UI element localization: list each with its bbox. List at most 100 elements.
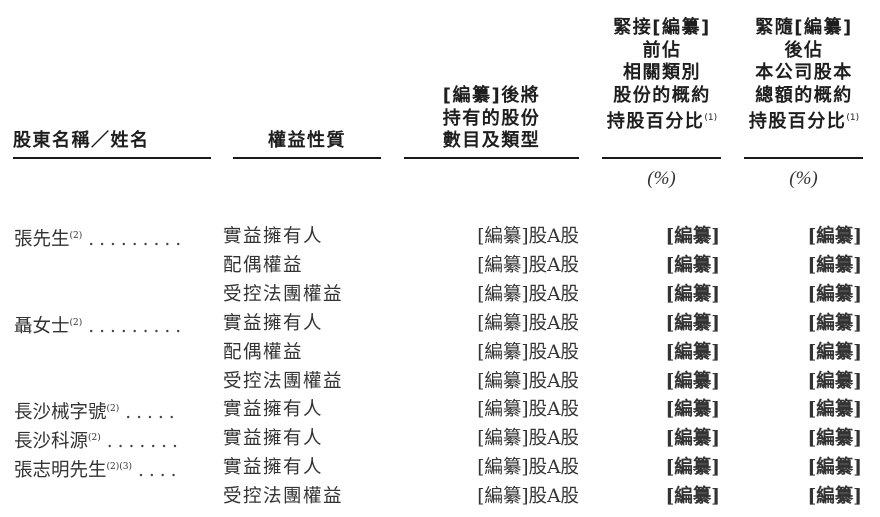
table-row: 配偶權益 [編纂]股A股 [編纂] [編纂] bbox=[0, 251, 880, 280]
leader-dots: ....... bbox=[106, 431, 183, 453]
header-nature-of-interest: 權益性質 bbox=[233, 130, 381, 153]
table-row: 受控法團權益 [編纂]股A股 [編纂] [編纂] bbox=[0, 482, 880, 511]
shares-held: [編纂]股A股 bbox=[477, 428, 579, 450]
leader-dots: ......... bbox=[88, 315, 187, 337]
nature-of-interest: 受控法團權益 bbox=[223, 486, 344, 508]
shares-held: [編纂]股A股 bbox=[477, 486, 579, 508]
shares-held: [編纂]股A股 bbox=[477, 283, 579, 305]
leader-dots: .... bbox=[138, 460, 182, 482]
header-line: 持股百分比(1) bbox=[592, 107, 732, 134]
unit-percent: (%) bbox=[789, 168, 818, 189]
pct-after: [編纂] bbox=[807, 341, 862, 363]
header-line: 總額的概約 bbox=[755, 84, 853, 106]
table-row: 聶女士(2)......... 實益擁有人 [編纂]股A股 [編纂] [編纂] bbox=[0, 309, 880, 338]
nature-of-interest: 實益擁有人 bbox=[223, 226, 324, 247]
pct-after: [編纂] bbox=[807, 283, 862, 305]
pct-after: [編纂] bbox=[807, 399, 862, 421]
header-line: [編纂]後將 bbox=[442, 85, 541, 106]
header-line: 本公司股本 bbox=[755, 62, 853, 83]
name-text: 長沙科源 bbox=[14, 431, 89, 453]
table-row: 配偶權益 [編纂]股A股 [編纂] [編纂] bbox=[0, 338, 880, 367]
footnote-ref: (1) bbox=[704, 113, 718, 123]
footnote-ref: (2) bbox=[69, 317, 83, 328]
header-line: 數目及類型 bbox=[442, 130, 541, 151]
nature-of-interest: 實益擁有人 bbox=[223, 428, 324, 450]
leader-dots: ......... bbox=[88, 229, 187, 250]
header-line: 持有的股份 bbox=[442, 107, 541, 129]
shares-held: [編纂]股A股 bbox=[477, 312, 579, 334]
pct-after: [編纂] bbox=[807, 486, 862, 508]
nature-of-interest: 實益擁有人 bbox=[223, 399, 324, 421]
shares-held: [編纂]股A股 bbox=[477, 254, 579, 276]
footnote-ref: (2)(3) bbox=[106, 462, 133, 473]
pct-after: [編纂] bbox=[807, 312, 862, 334]
nature-of-interest: 配偶權益 bbox=[223, 254, 304, 276]
header-line: 緊接[編纂] bbox=[613, 17, 711, 38]
pct-after: [編纂] bbox=[807, 428, 862, 450]
pct-before: [編纂] bbox=[665, 283, 720, 305]
header-line: 相關類別 bbox=[623, 62, 701, 83]
shareholder-name: 張志明先生(2)(3).... bbox=[14, 453, 182, 485]
shares-held: [編纂]股A股 bbox=[477, 341, 579, 363]
pct-before: [編纂] bbox=[665, 341, 720, 363]
pct-before: [編纂] bbox=[665, 226, 720, 247]
shareholder-name bbox=[14, 367, 20, 399]
name-text: 聶女士 bbox=[14, 315, 70, 337]
pct-after: [編纂] bbox=[807, 254, 862, 276]
header-shareholder-name: 股東名稱／姓名 bbox=[13, 130, 211, 153]
header-line: 前佔 bbox=[642, 39, 682, 61]
header-line-text: 持股百分比 bbox=[606, 111, 705, 132]
header-shares-held: [編纂]後將 持有的股份 數目及類型 bbox=[404, 85, 579, 153]
header-line: 後佔 bbox=[784, 39, 824, 61]
shareholder-name bbox=[14, 280, 20, 312]
header-line: 股份的概約 bbox=[613, 84, 711, 106]
shareholder-name: 聶女士(2)......... bbox=[14, 309, 186, 341]
name-text: 長沙械字號 bbox=[14, 402, 107, 424]
header-underline bbox=[744, 157, 863, 159]
pct-before: [編纂] bbox=[665, 312, 720, 334]
pct-before: [編纂] bbox=[665, 399, 720, 421]
nature-of-interest: 實益擁有人 bbox=[223, 457, 324, 479]
table-row: 長沙械字號(2)..... 實益擁有人 [編纂]股A股 [編纂] [編纂] bbox=[0, 395, 880, 424]
pct-before: [編纂] bbox=[665, 428, 720, 450]
pct-before: [編纂] bbox=[665, 254, 720, 276]
footnote-ref: (2) bbox=[69, 231, 83, 241]
footnote-ref: (2) bbox=[106, 404, 120, 415]
nature-of-interest: 配偶權益 bbox=[223, 341, 304, 363]
pct-before: [編纂] bbox=[665, 457, 720, 479]
table-row: 長沙科源(2)....... 實益擁有人 [編纂]股A股 [編纂] [編纂] bbox=[0, 424, 880, 453]
nature-of-interest: 實益擁有人 bbox=[223, 312, 324, 334]
unit-percent: (%) bbox=[647, 168, 676, 189]
header-underline bbox=[233, 157, 381, 159]
pct-before: [編纂] bbox=[665, 486, 720, 508]
nature-of-interest: 受控法團權益 bbox=[223, 370, 344, 392]
nature-of-interest: 受控法團權益 bbox=[223, 283, 344, 305]
shareholder-name: 長沙科源(2)....... bbox=[14, 424, 183, 456]
header-line: 緊隨[編纂] bbox=[755, 17, 853, 38]
header-underline bbox=[13, 157, 211, 159]
shareholder-name bbox=[14, 251, 20, 283]
header-pct-after: 緊隨[編纂] 後佔 本公司股本 總額的概約 持股百分比(1) bbox=[734, 17, 874, 134]
table-row: 張志明先生(2)(3).... 實益擁有人 [編纂]股A股 [編纂] [編纂] bbox=[0, 453, 880, 482]
pct-after: [編纂] bbox=[807, 370, 862, 392]
shares-held: [編纂]股A股 bbox=[477, 226, 579, 247]
header-pct-before: 緊接[編纂] 前佔 相關類別 股份的概約 持股百分比(1) bbox=[592, 17, 732, 134]
pct-after: [編纂] bbox=[807, 457, 862, 479]
shareholder-name: 張先生(2)......... bbox=[14, 222, 186, 254]
header-line-text: 持股百分比 bbox=[748, 111, 847, 132]
shares-held: [編纂]股A股 bbox=[477, 457, 579, 479]
shareholder-name bbox=[14, 338, 20, 370]
name-text: 張先生 bbox=[14, 229, 70, 250]
shareholder-name bbox=[14, 482, 20, 514]
header-line: 股東名稱／姓名 bbox=[13, 130, 150, 151]
pct-after: [編纂] bbox=[807, 226, 862, 247]
footnote-ref: (1) bbox=[846, 113, 860, 123]
header-underline bbox=[404, 157, 579, 159]
footnote-ref: (2) bbox=[88, 433, 101, 444]
header-line: 權益性質 bbox=[268, 130, 346, 151]
shareholder-name: 長沙械字號(2)..... bbox=[14, 395, 180, 427]
header-line: 持股百分比(1) bbox=[734, 107, 874, 134]
table-row: 張先生(2)......... 實益擁有人 [編纂]股A股 [編纂] [編纂] bbox=[0, 222, 880, 251]
shares-held: [編纂]股A股 bbox=[477, 399, 579, 421]
name-text: 張志明先生 bbox=[14, 460, 107, 482]
